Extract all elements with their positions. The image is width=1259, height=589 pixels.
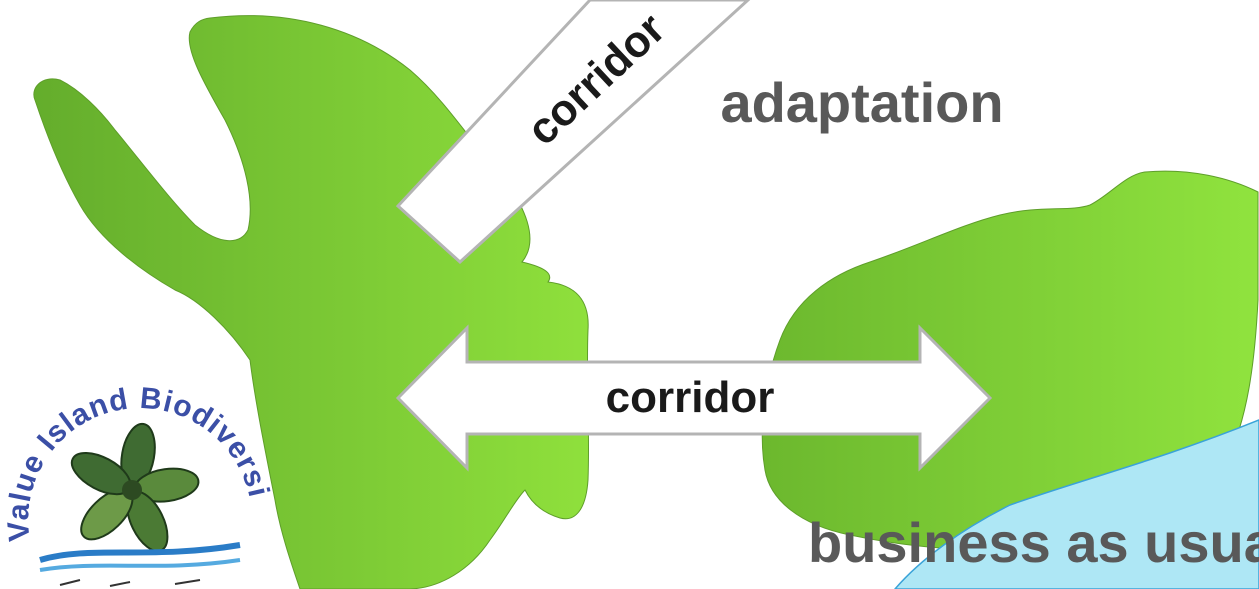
flower-emblem-icon — [70, 422, 200, 553]
right-habitat-patch — [761, 170, 1259, 551]
water-area — [894, 419, 1259, 589]
business-as-usual-label: business as usual — [808, 511, 1259, 574]
horizontal-corridor-label: corridor — [606, 373, 775, 422]
horizontal-corridor-arrow: corridor — [395, 324, 993, 472]
adaptation-label: adaptation — [720, 71, 1003, 134]
